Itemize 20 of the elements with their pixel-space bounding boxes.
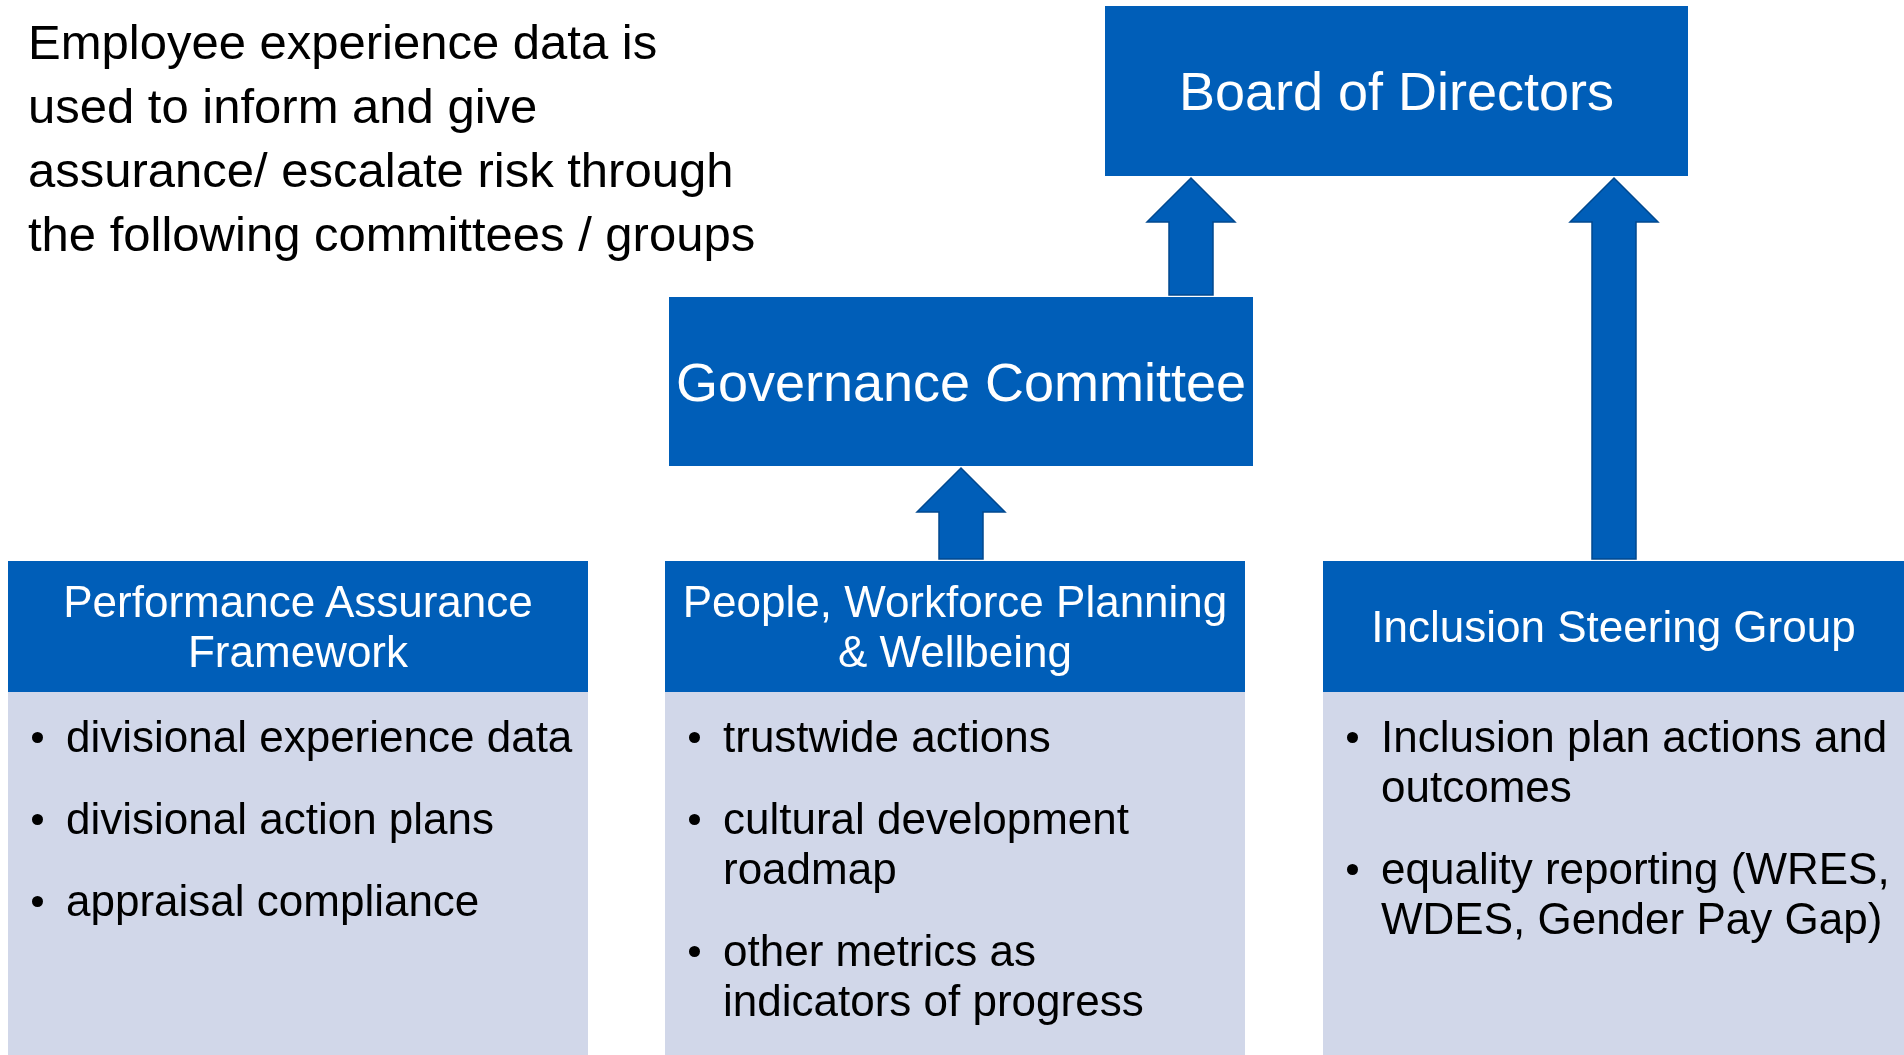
block-arrow — [915, 466, 1007, 560]
committee-box: Governance Committee — [669, 297, 1253, 466]
panel-heading: Inclusion Steering Group — [1323, 561, 1904, 692]
committee-panel — [8, 561, 588, 1055]
bullet-text: divisional action plans — [66, 794, 495, 843]
committee-panel — [665, 561, 1245, 1055]
panel-heading: People, Workforce Planning & Wellbeing — [665, 561, 1245, 692]
bullet-text: divisional experience data — [66, 712, 573, 761]
committee-box: Board of Directors — [1105, 6, 1688, 176]
bullet-text: Inclusion plan actions and outcomes — [1381, 712, 1888, 811]
bullet-text: trustwide actions — [723, 712, 1051, 761]
bullet-text: appraisal compliance — [66, 876, 480, 925]
committee-panel — [1323, 561, 1904, 1055]
panel-heading: Performance Assurance Framework — [8, 561, 588, 692]
intro-text: Employee experience data is used to inform and give assurance/ escalate risk through the following committees / groups — [28, 14, 757, 263]
block-arrow — [1568, 176, 1660, 560]
bullet-text: equality reporting (WRES, WDES, Gender Pay Gap) — [1381, 844, 1890, 943]
block-arrow — [1145, 176, 1237, 296]
bullet-text: cultural development roadmap — [723, 794, 1129, 893]
bullet-text: other metrics as indicators of progress — [723, 926, 1144, 1025]
